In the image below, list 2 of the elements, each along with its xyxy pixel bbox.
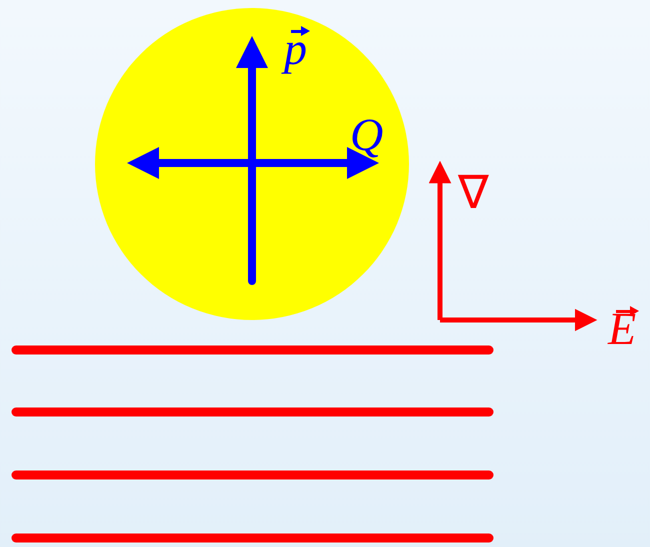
gradient-symbol: ∇	[458, 170, 489, 216]
quadrupole-symbol: Q	[350, 112, 384, 158]
